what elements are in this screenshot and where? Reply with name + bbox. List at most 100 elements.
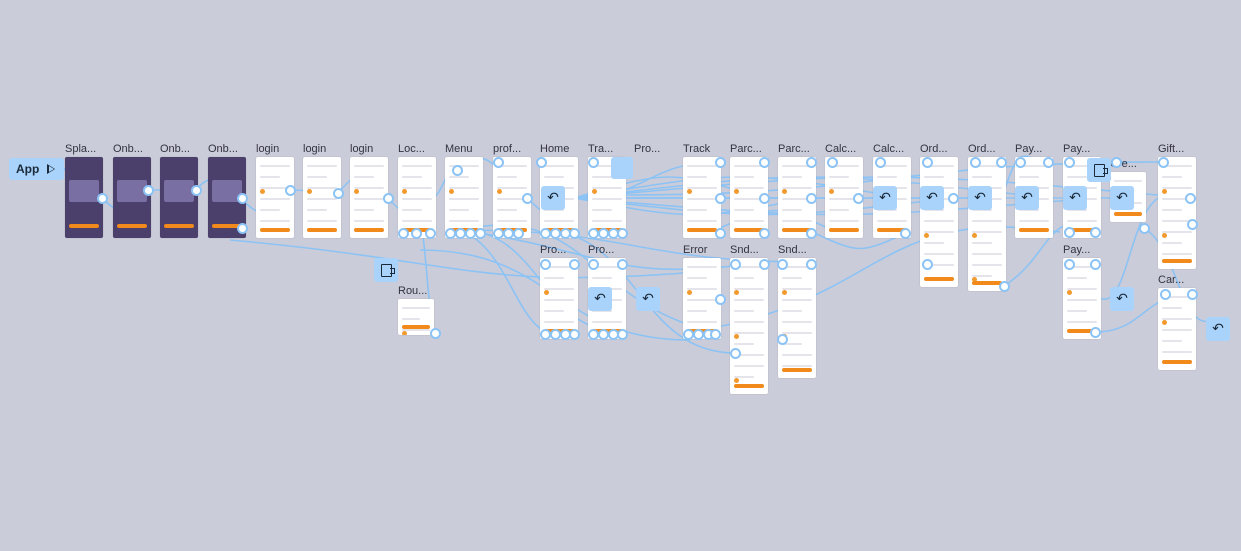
connection-node[interactable] [777, 334, 788, 345]
frame-label-login-3[interactable]: login [350, 143, 374, 155]
connection-node[interactable] [617, 259, 628, 270]
frame-label-parcel-2[interactable]: Parc... [778, 143, 810, 155]
frame-label-snd-1[interactable]: Snd... [730, 244, 759, 256]
frame-order-2[interactable] [968, 157, 1006, 291]
connection-node[interactable] [715, 157, 726, 168]
connection-node[interactable] [430, 328, 441, 339]
connection-node[interactable] [730, 348, 741, 359]
connection-node[interactable] [827, 157, 838, 168]
connection-node[interactable] [759, 157, 770, 168]
frame-label-onboarding-3[interactable]: Onb... [208, 143, 238, 155]
frame-label-route[interactable]: Rou... [398, 285, 428, 297]
frame-label-onboarding-2[interactable]: Onb... [160, 143, 190, 155]
connection-node[interactable] [191, 185, 202, 196]
frame-menu[interactable] [445, 157, 483, 238]
frame-label-track[interactable]: Track [683, 143, 711, 155]
connection-node[interactable] [383, 193, 394, 204]
connection-node[interactable] [715, 294, 726, 305]
connection-node[interactable] [1090, 327, 1101, 338]
connection-node[interactable] [1015, 157, 1026, 168]
back-arrow-icon[interactable]: ↶ [588, 287, 612, 311]
screen-hotspot-icon[interactable] [611, 157, 633, 179]
frame-pro-1[interactable] [540, 258, 578, 339]
connection-node[interactable] [806, 259, 817, 270]
connection-node[interactable] [522, 193, 533, 204]
connection-node[interactable] [715, 193, 726, 204]
connection-node[interactable] [730, 259, 741, 270]
frame-label-calc-2[interactable]: Calc... [873, 143, 905, 155]
frame-location[interactable] [398, 157, 436, 238]
connection-node[interactable] [475, 228, 486, 239]
connection-node[interactable] [806, 157, 817, 168]
connection-node[interactable] [588, 259, 599, 270]
frame-splash[interactable] [65, 157, 103, 238]
frame-card[interactable] [1158, 288, 1196, 370]
connection-node[interactable] [806, 228, 817, 239]
open-overlay-icon[interactable] [1087, 158, 1111, 182]
frame-label-menu[interactable]: Menu [445, 143, 473, 155]
frame-label-payment-1[interactable]: Pay... [1015, 143, 1043, 155]
frame-label-pro-top[interactable]: Pro... [634, 143, 661, 155]
connection-node[interactable] [569, 228, 580, 239]
play-icon[interactable] [47, 164, 56, 174]
connection-node[interactable] [452, 165, 463, 176]
connection-node[interactable] [540, 259, 551, 270]
connection-node[interactable] [1160, 289, 1171, 300]
connection-node[interactable] [1187, 219, 1198, 230]
prototype-connection[interactable] [229, 239, 721, 279]
frame-label-profile[interactable]: prof... [493, 143, 522, 155]
connection-node[interactable] [710, 329, 721, 340]
back-arrow-icon[interactable]: ↶ [1015, 186, 1039, 210]
connection-node[interactable] [569, 259, 580, 270]
connection-node[interactable] [1043, 157, 1054, 168]
frame-label-login-1[interactable]: login [256, 143, 280, 155]
frame-label-parcel-1[interactable]: Parc... [730, 143, 762, 155]
frame-label-card[interactable]: Car... [1158, 274, 1185, 286]
frame-snd-1[interactable] [730, 258, 768, 394]
frame-label-order-1[interactable]: Ord... [920, 143, 948, 155]
connection-node[interactable] [996, 157, 1007, 168]
frame-label-splash[interactable]: Spla... [65, 143, 97, 155]
connection-node[interactable] [922, 157, 933, 168]
connection-node[interactable] [1064, 157, 1075, 168]
back-arrow-icon[interactable]: ↶ [1206, 317, 1230, 341]
connection-node[interactable] [237, 193, 248, 204]
connection-node[interactable] [493, 157, 504, 168]
connection-node[interactable] [999, 281, 1010, 292]
frame-label-snd-2[interactable]: Snd... [778, 244, 807, 256]
connection-node[interactable] [806, 193, 817, 204]
connection-node[interactable] [759, 228, 770, 239]
frame-label-error[interactable]: Error [683, 244, 708, 256]
connection-node[interactable] [1090, 259, 1101, 270]
flow-start-chip[interactable]: App [9, 158, 64, 180]
frame-route[interactable] [398, 299, 434, 335]
frame-onboarding-2[interactable] [160, 157, 198, 238]
connection-node[interactable] [143, 185, 154, 196]
frame-onboarding-1[interactable] [113, 157, 151, 238]
prototype-connection[interactable] [811, 231, 909, 250]
back-arrow-icon[interactable]: ↶ [920, 186, 944, 210]
connection-node[interactable] [411, 228, 422, 239]
connection-node[interactable] [425, 228, 436, 239]
back-arrow-icon[interactable]: ↶ [636, 287, 660, 311]
connection-node[interactable] [777, 259, 788, 270]
frame-track[interactable] [683, 157, 721, 238]
connection-node[interactable] [1111, 157, 1122, 168]
connection-node[interactable] [759, 259, 770, 270]
connection-node[interactable] [617, 228, 628, 239]
frame-label-order-2[interactable]: Ord... [968, 143, 996, 155]
connection-node[interactable] [1185, 193, 1196, 204]
frame-snd-2[interactable] [778, 258, 816, 378]
back-arrow-icon[interactable]: ↶ [1063, 186, 1087, 210]
connection-node[interactable] [948, 193, 959, 204]
connection-node[interactable] [285, 185, 296, 196]
connection-node[interactable] [922, 259, 933, 270]
connection-node[interactable] [759, 193, 770, 204]
frame-label-payment-3[interactable]: Pay... [1063, 244, 1091, 256]
connection-node[interactable] [617, 329, 628, 340]
frame-payment-3[interactable] [1063, 258, 1101, 339]
connection-node[interactable] [1158, 157, 1169, 168]
connection-node[interactable] [97, 193, 108, 204]
connection-node[interactable] [1090, 227, 1101, 238]
